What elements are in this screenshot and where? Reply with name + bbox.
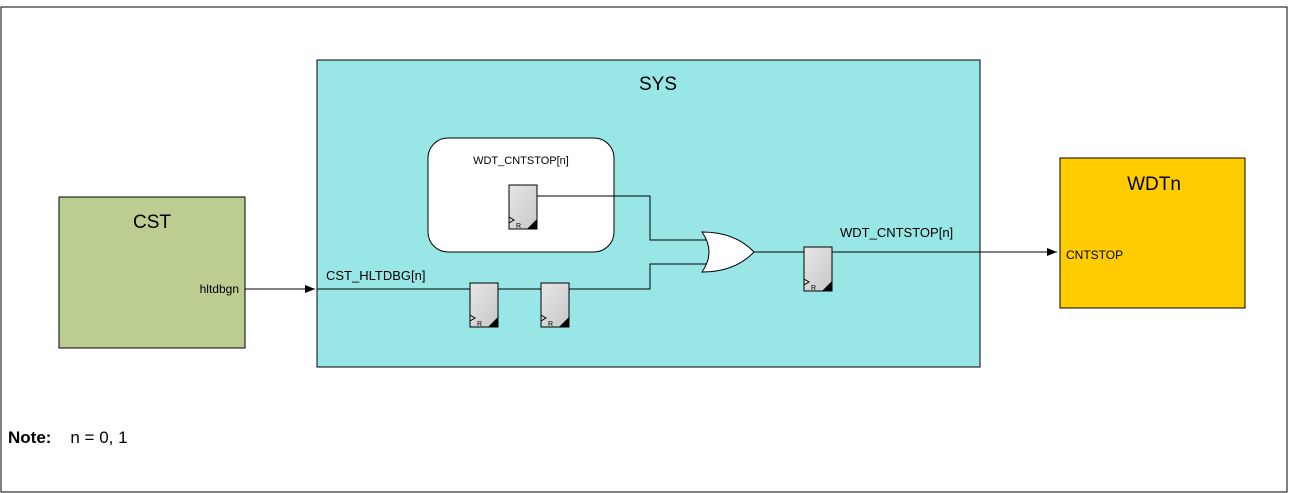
note-label: Note: [8,428,52,447]
signal-cst-hltdbg-label: CST_HLTDBG[n] [326,268,425,283]
sys-title: SYS [639,74,677,95]
cst-block: CST hltdbgn [58,196,246,349]
flipflop-output: R [803,246,833,292]
note-text: n = 0, 1 [70,428,128,447]
flipflop-reset-label: R [516,223,521,230]
or-gate [701,231,755,273]
cst-port-hltdbgn: hltdbgn [200,282,239,296]
flipflop-reset-label: R [477,321,482,328]
wdt-title: WDTn [1127,174,1181,195]
wdt-block: WDTn CNTSTOP [1059,157,1246,309]
register-box-label: WDT_CNTSTOP[n] [473,155,569,167]
signal-wdt-cntstop-label: WDT_CNTSTOP[n] [840,225,953,240]
flipflop-sync-1: R [469,282,499,328]
flipflop-register: R [508,184,538,230]
flipflop-reset-label: R [548,321,553,328]
register-to-or-wire [537,195,706,241]
note: Note: n = 0, 1 [8,428,128,448]
wdt-port-cntstop: CNTSTOP [1066,248,1123,262]
figure-frame [0,6,1288,493]
sys-block: SYS [316,59,981,368]
flipflop-reset-label: R [811,285,816,292]
cst-title: CST [133,212,171,233]
flipflop-sync-2: R [540,282,570,328]
